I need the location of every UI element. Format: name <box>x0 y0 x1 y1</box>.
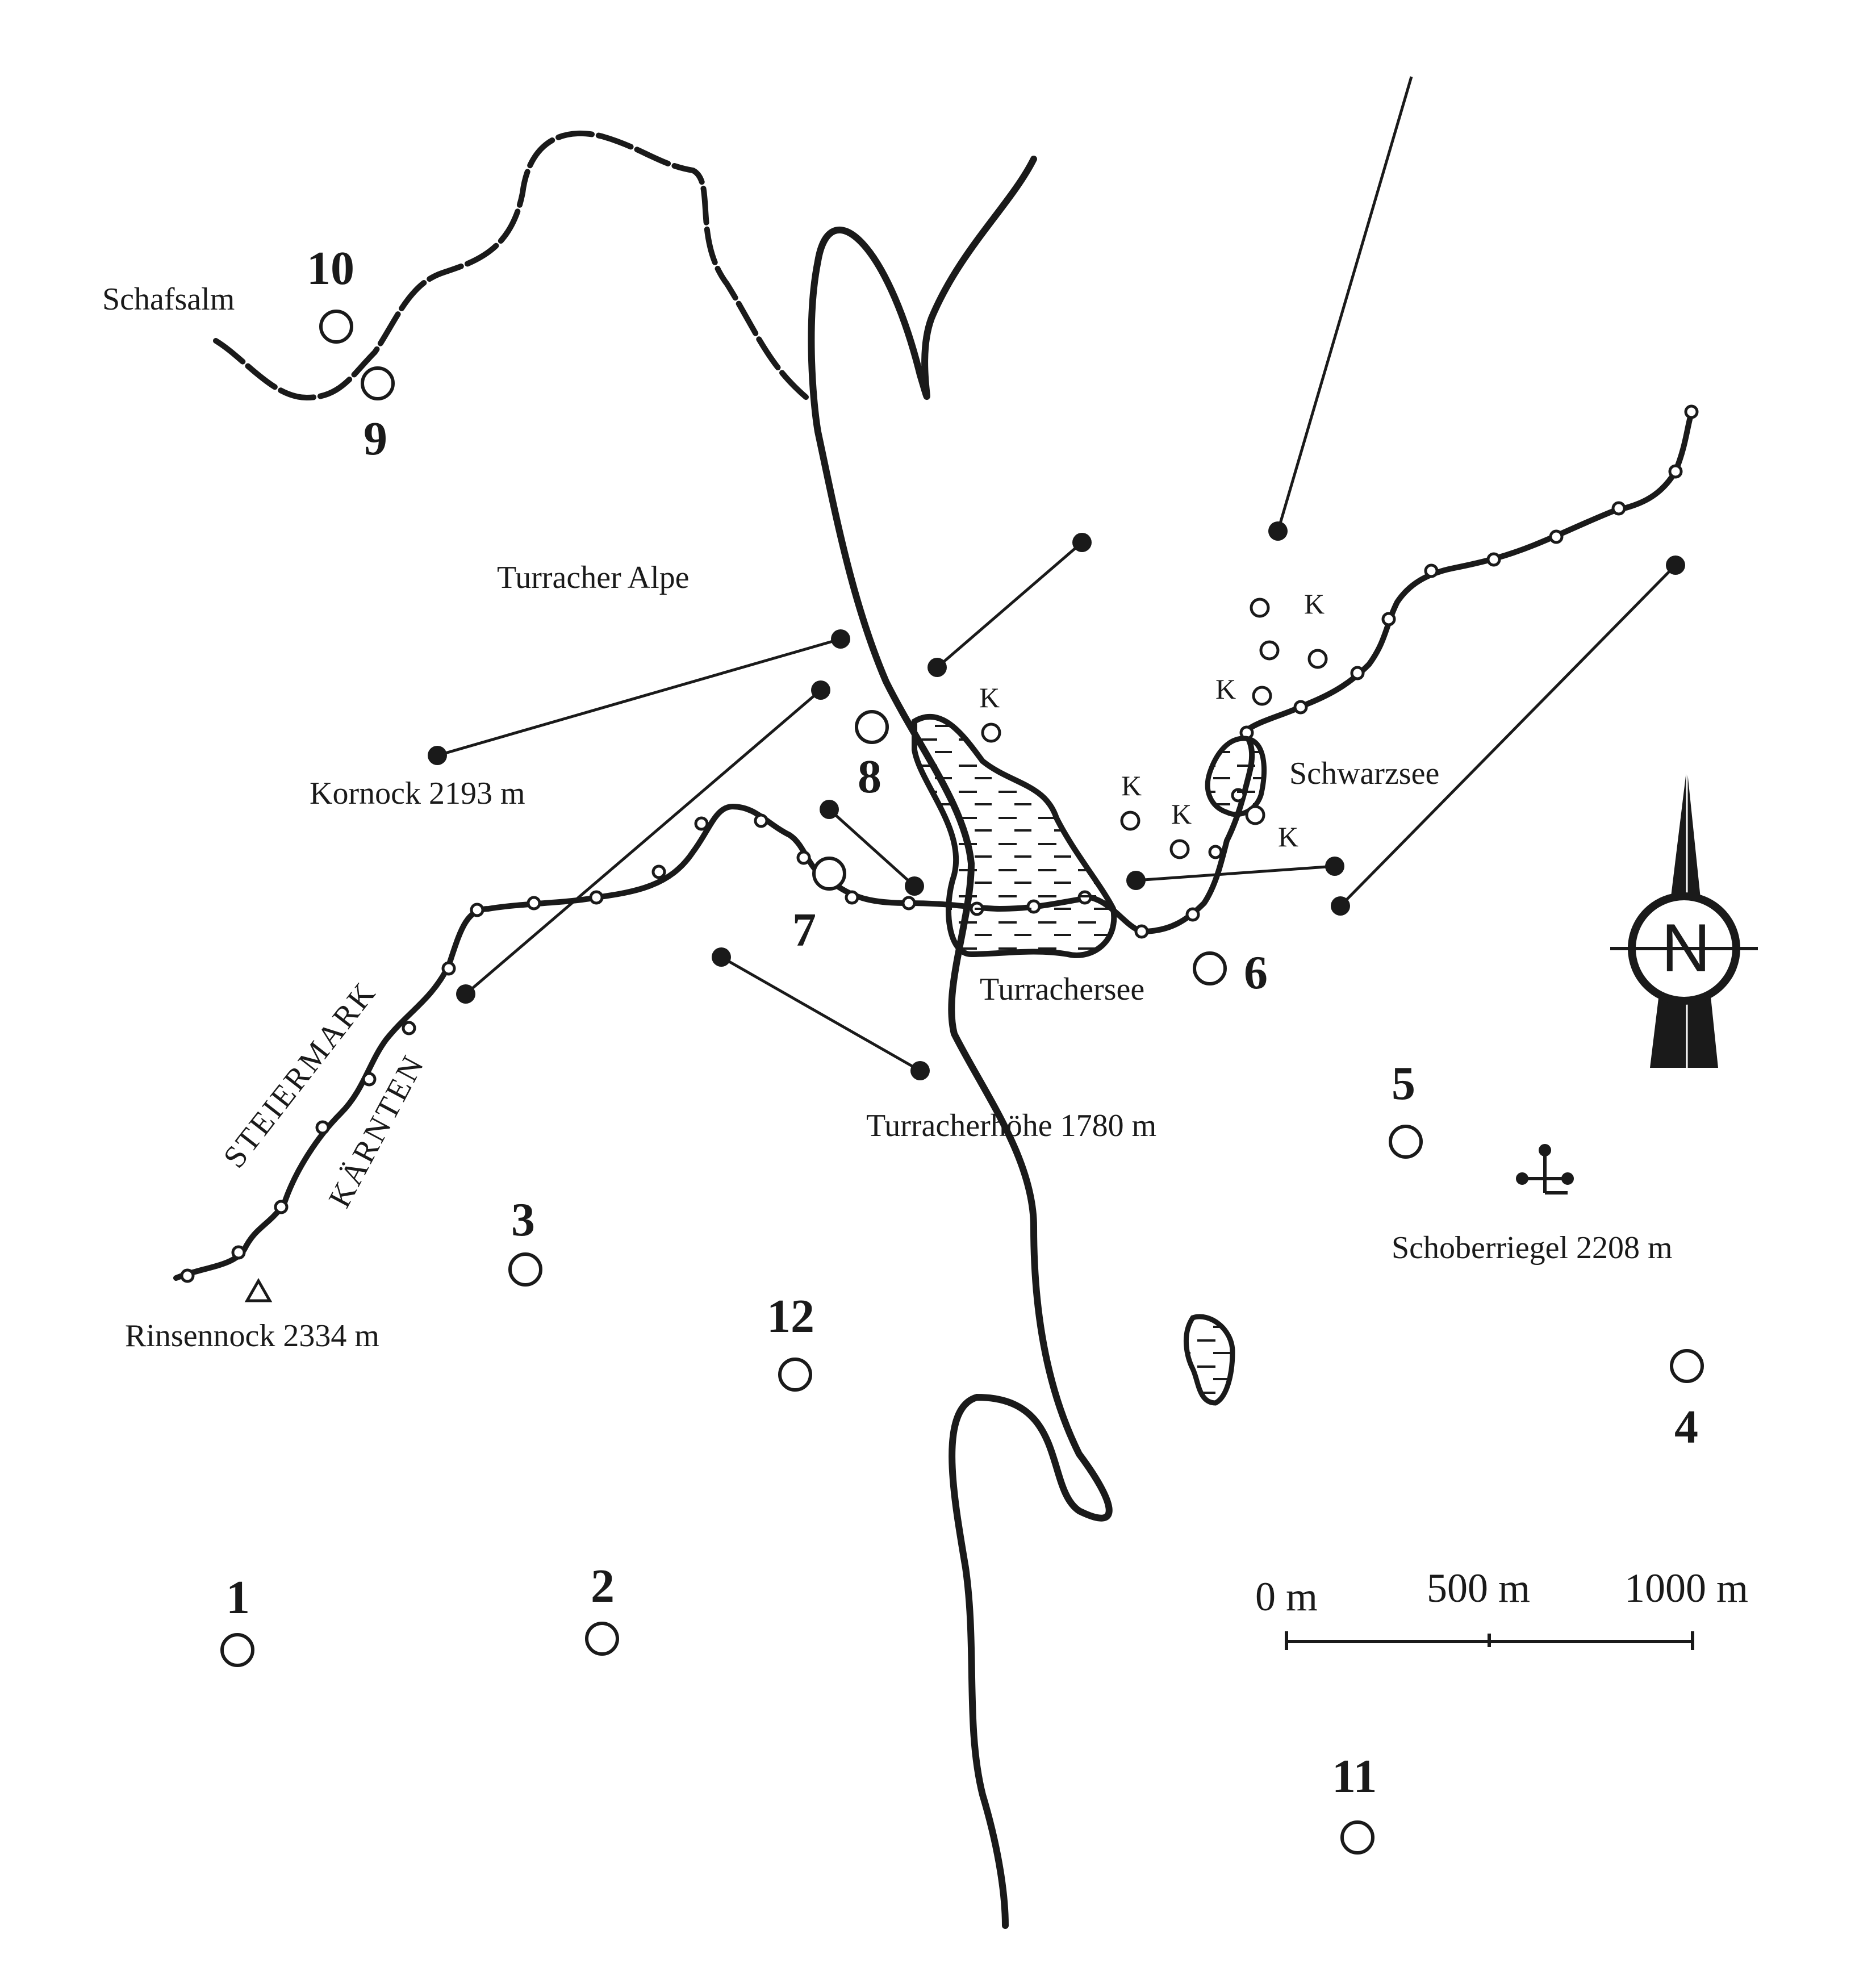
k-site-circle <box>1307 649 1328 669</box>
lift-station <box>712 947 731 967</box>
site-number-6: 6 <box>1244 946 1268 999</box>
label-turrachersee: Turrachersee <box>980 972 1144 1007</box>
label-kornock: Kornock 2193 m <box>310 776 525 811</box>
site-12-circle <box>778 1358 812 1392</box>
k-label: K <box>1215 673 1236 705</box>
k-site-circle <box>981 722 1001 743</box>
k-label: K <box>1278 821 1298 853</box>
site-3-circle <box>508 1252 542 1287</box>
lift-station <box>428 746 447 765</box>
lift-line <box>936 541 1083 669</box>
site-number-5: 5 <box>1392 1057 1415 1110</box>
lift-line <box>1339 564 1677 907</box>
k-label: K <box>1121 770 1142 801</box>
scale-bar <box>1285 1631 1694 1650</box>
site-number-7: 7 <box>792 904 816 957</box>
north-arrow-label: N <box>1661 910 1711 986</box>
main-road <box>808 156 1113 1929</box>
lift-station <box>456 984 475 1004</box>
label-schafsalm: Schafsalm <box>102 282 235 317</box>
label-turracherhoehe: Turracherhöhe 1780 m <box>866 1108 1156 1143</box>
rinsennock-summit-triangle <box>244 1277 273 1302</box>
k-site-circle <box>1169 839 1190 859</box>
site-8-circle <box>855 710 889 744</box>
lift-stations <box>428 521 1685 1080</box>
k-site-circle <box>1259 640 1280 661</box>
border-cross-markers <box>180 404 1699 1283</box>
scale-label-0: 0 m <box>1255 1574 1318 1619</box>
numbered-sites <box>220 310 1704 1855</box>
state-border-west <box>173 730 1255 1281</box>
lift-station <box>820 800 839 819</box>
lift-station <box>1331 896 1350 916</box>
k-label: K <box>1171 798 1192 830</box>
north-arrow: N <box>1610 767 1758 1068</box>
upper-boundary-line <box>213 130 809 401</box>
lift-station <box>1666 556 1685 575</box>
k-label: K <box>1304 588 1325 620</box>
site-4-circle <box>1670 1349 1704 1383</box>
scale-label-1000: 1000 m <box>1624 1565 1748 1611</box>
label-turracher-alpe: Turracher Alpe <box>497 560 690 595</box>
site-number-11: 11 <box>1332 1750 1377 1803</box>
lift-station <box>811 680 830 700</box>
lift-line <box>1276 76 1413 532</box>
site-5-circle <box>1389 1125 1423 1159</box>
k-site-circle <box>1252 686 1272 706</box>
site-6-circle <box>1193 951 1227 985</box>
site-11-circle <box>1340 1820 1374 1855</box>
k-label: K <box>979 682 1000 713</box>
label-kaernten: KÄRNTEN <box>322 1049 432 1213</box>
site-number-2: 2 <box>591 1560 615 1613</box>
small-lake-south <box>1183 1314 1235 1406</box>
site-number-8: 8 <box>858 750 881 803</box>
lift-line <box>828 808 916 887</box>
state-border-east <box>1241 406 1695 736</box>
site-number-9: 9 <box>364 412 387 465</box>
site-10-circle <box>319 310 353 344</box>
site-number-1: 1 <box>226 1571 250 1624</box>
site-number-10: 10 <box>307 242 354 295</box>
lift-station <box>1126 871 1146 890</box>
lift-station <box>905 876 924 896</box>
lift-line <box>437 637 841 757</box>
turrachersee-lake <box>912 714 1117 958</box>
label-rinsennock: Rinsennock 2334 m <box>125 1318 379 1354</box>
lift-station <box>1268 521 1288 541</box>
schwarzsee-lake <box>1205 736 1267 817</box>
lift-line <box>1135 864 1335 882</box>
k-sites <box>981 598 1328 859</box>
site-1-circle <box>220 1633 254 1667</box>
scale-label-500: 500 m <box>1427 1565 1530 1611</box>
k-site-circle <box>1245 805 1265 825</box>
site-9-circle <box>361 366 395 400</box>
lift-lines <box>437 76 1677 1072</box>
lift-station <box>927 658 947 677</box>
label-schoberriegel: Schoberriegel 2208 m <box>1392 1230 1673 1266</box>
lift-station <box>910 1061 930 1080</box>
lift-line <box>720 955 921 1072</box>
k-site-circle <box>1250 598 1270 618</box>
site-2-circle <box>585 1622 619 1656</box>
lift-line <box>465 689 822 995</box>
site-number-3: 3 <box>511 1193 535 1246</box>
label-schwarzsee: Schwarzsee <box>1289 756 1439 791</box>
site-number-4: 4 <box>1674 1401 1698 1454</box>
lift-station <box>1325 857 1344 876</box>
schoberriegel-summit-cross <box>1516 1144 1574 1195</box>
site-7-circle <box>812 857 846 891</box>
k-site-circle <box>1120 811 1140 831</box>
site-number-12: 12 <box>767 1290 814 1343</box>
lift-station <box>1072 533 1092 552</box>
lift-station <box>831 629 850 649</box>
